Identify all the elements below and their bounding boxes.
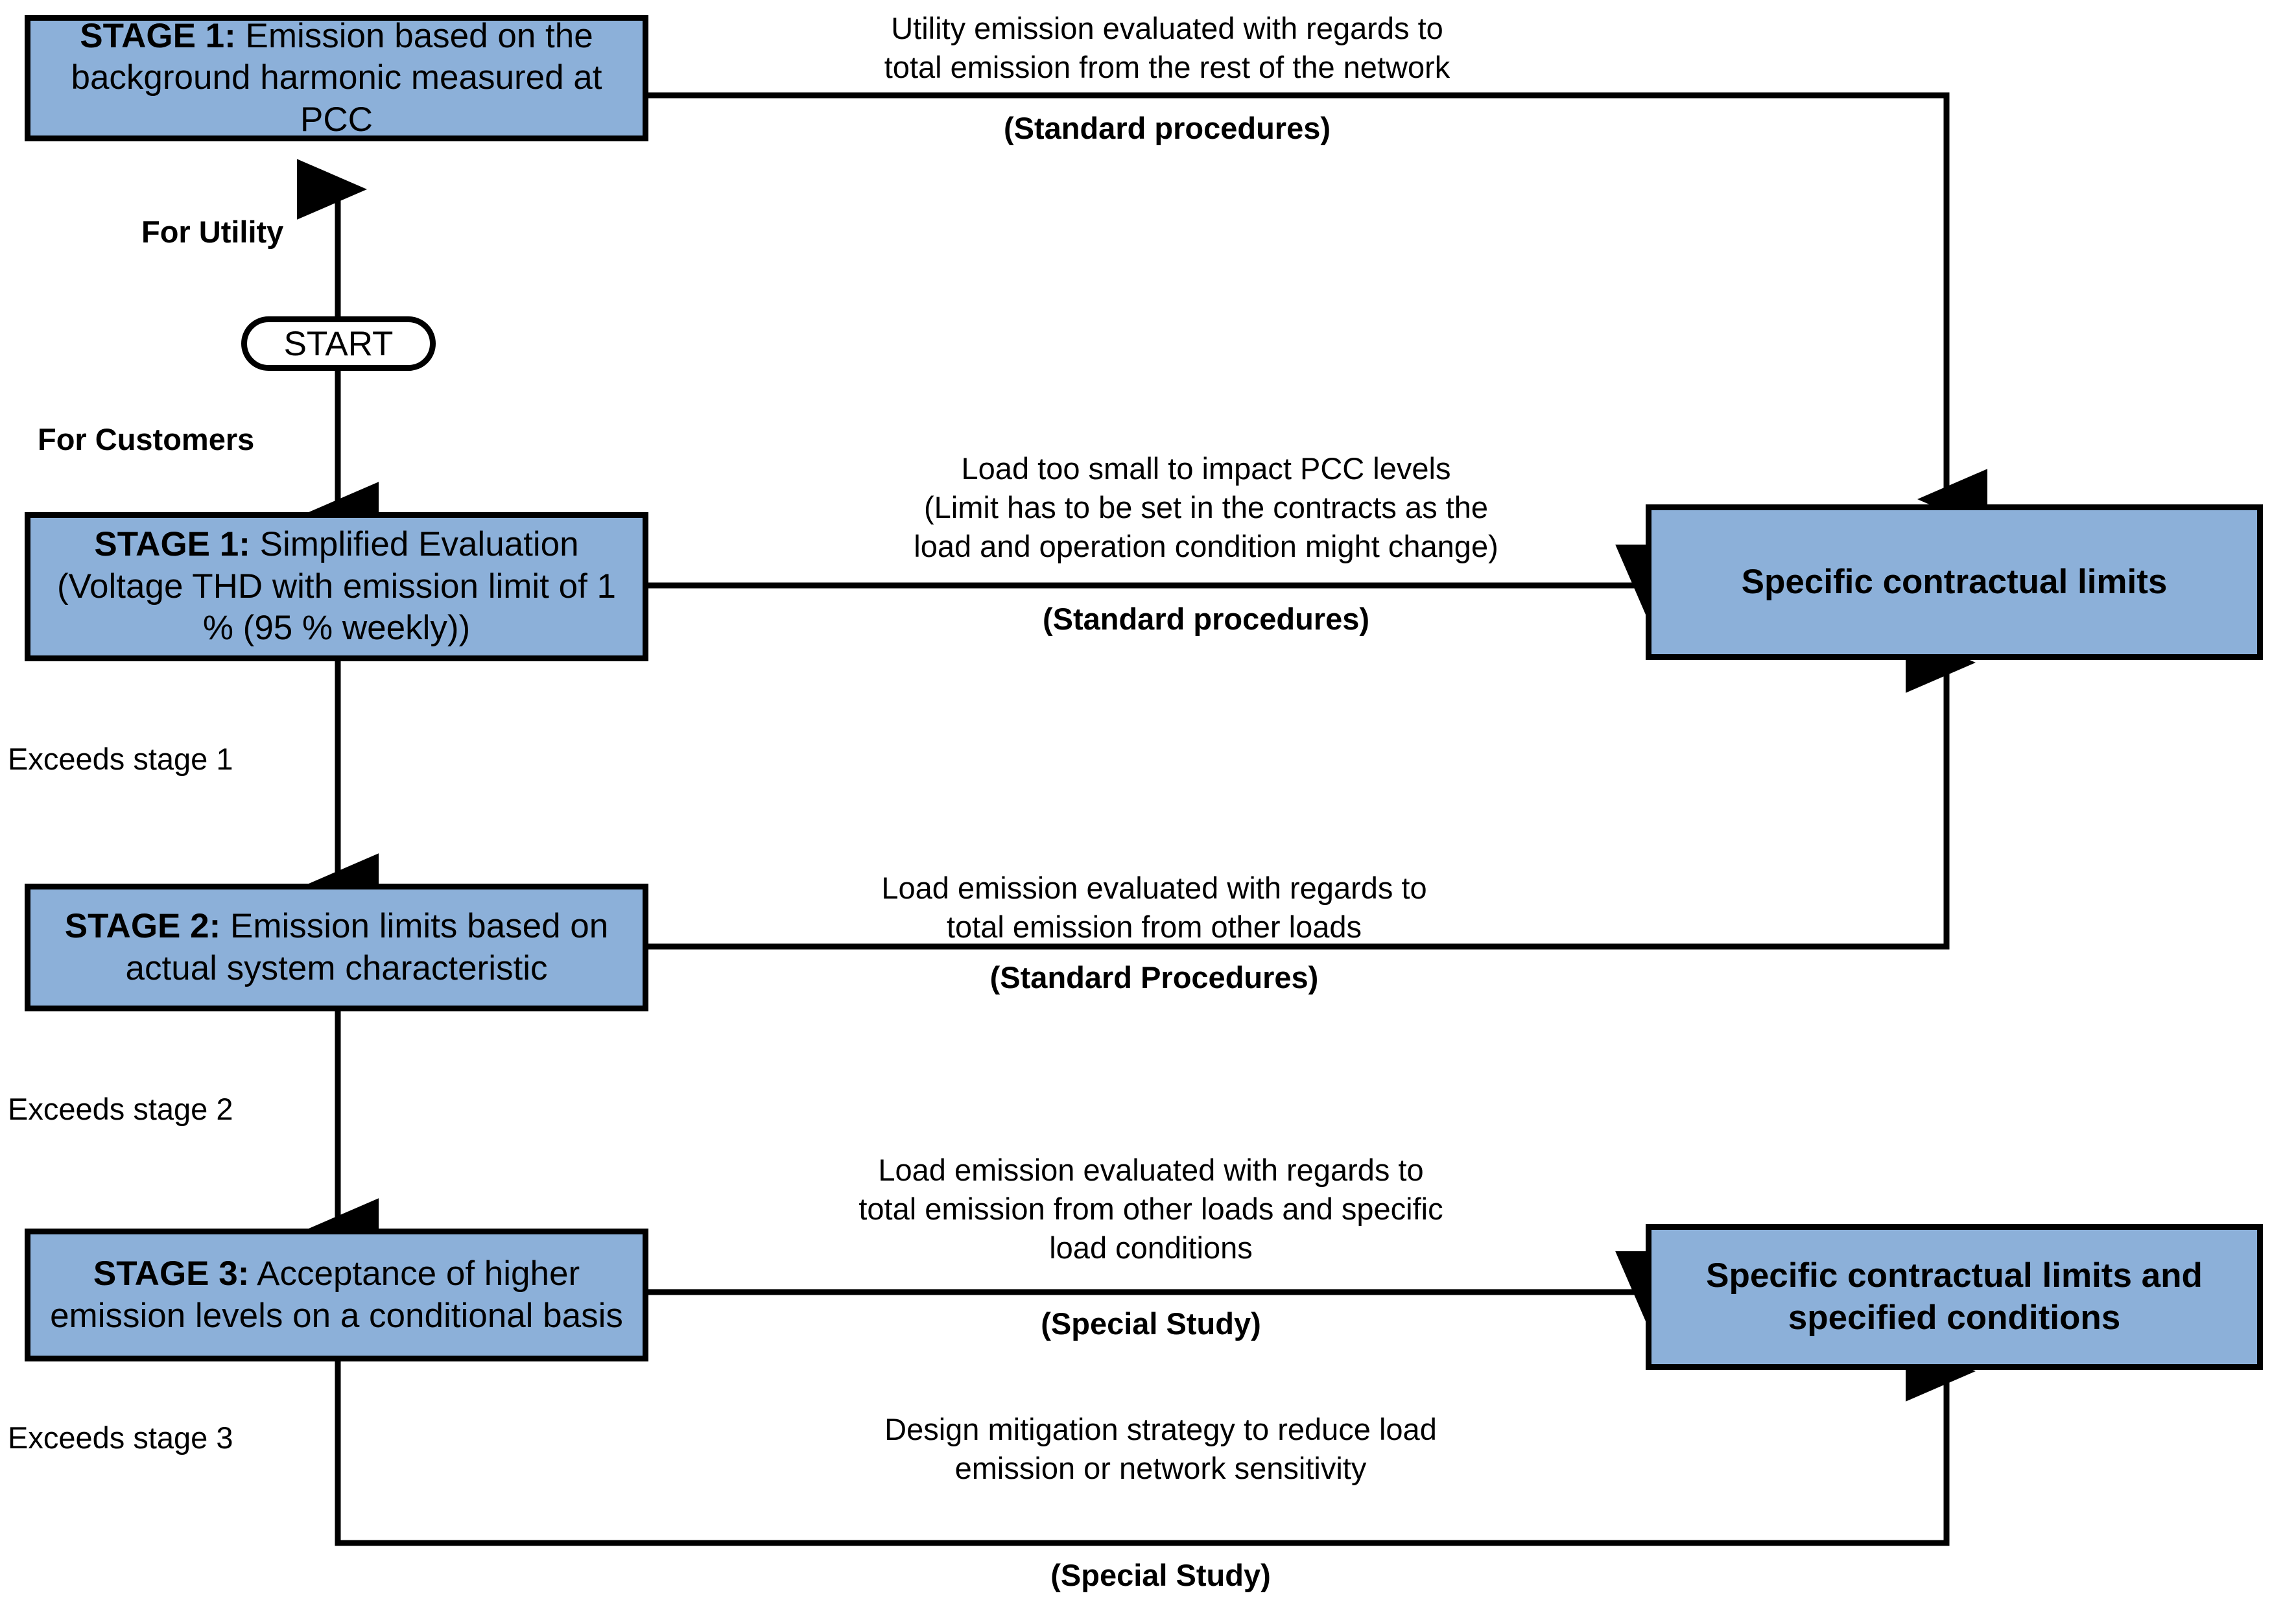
node-stage1-utility-rest: Emission based on the background harmoni… [71, 16, 602, 139]
edge-label-stage1-customer-to-limits-text: Load too small to impact PCC levels (Lim… [914, 451, 1498, 564]
node-stage1-customer-text: STAGE 1: Simplified Evaluation (Voltage … [30, 524, 643, 650]
node-contractual-limits-conditions-label: Specific contractual limits and specifie… [1706, 1256, 2203, 1337]
label-for-utility: For Utility [141, 215, 284, 249]
node-stage1-customer-rest: Simplified Evaluation (Voltage THD with … [56, 525, 617, 648]
node-contractual-limits-conditions[interactable]: Specific contractual limits and specifie… [1646, 1224, 2263, 1370]
node-stage2-lead: STAGE 2: [64, 906, 221, 945]
node-stage3-lead: STAGE 3: [93, 1254, 250, 1293]
node-stage1-customer-lead: STAGE 1: [94, 525, 250, 564]
node-stage1-customer[interactable]: STAGE 1: Simplified Evaluation (Voltage … [25, 512, 648, 661]
edge-label-utility-to-limits-note: (Standard procedures) [1003, 111, 1331, 145]
edge-label-stage1-customer-to-limits-note: (Standard procedures) [1042, 602, 1370, 636]
edge-label-stage2-to-limits-text: Load emission evaluated with regards to … [881, 871, 1427, 945]
wire-stage1-utility-to-limits [648, 92, 1987, 530]
label-exceeds-stage-2: Exceeds stage 2 [8, 1092, 233, 1126]
edge-label-utility-to-limits-text: Utility emission evaluated with regards … [884, 11, 1450, 85]
label-for-customers: For Customers [38, 422, 255, 456]
node-start-label: START [283, 324, 394, 363]
edge-label-stage3-to-conditions-text: Load emission evaluated with regards to … [858, 1153, 1443, 1266]
label-exceeds-stage-3: Exceeds stage 3 [8, 1420, 233, 1455]
node-stage3[interactable]: STAGE 3: Acceptance of higher emission l… [25, 1229, 648, 1361]
node-contractual-limits-label: Specific contractual limits [1741, 562, 2168, 601]
node-stage3-text: STAGE 3: Acceptance of higher emission l… [30, 1253, 643, 1337]
node-stage2-rest: Emission limits based on actual system c… [125, 906, 609, 987]
edge-label-stage3-to-conditions-note: (Special Study) [1041, 1306, 1261, 1341]
node-stage2[interactable]: STAGE 2: Emission limits based on actual… [25, 884, 648, 1011]
node-stage3-rest: Acceptance of higher emission levels on … [50, 1254, 623, 1335]
edge-label-stage2-to-limits-note: (Standard Procedures) [989, 960, 1319, 995]
node-stage1-utility-lead: STAGE 1: [80, 16, 236, 55]
node-stage1-utility[interactable]: STAGE 1: Emission based on the backgroun… [25, 15, 648, 141]
node-stage1-utility-text: STAGE 1: Emission based on the backgroun… [30, 16, 643, 141]
node-contractual-limits[interactable]: Specific contractual limits [1646, 504, 2263, 660]
edge-label-mitigation-to-conditions-text: Design mitigation strategy to reduce loa… [884, 1412, 1437, 1486]
node-stage2-text: STAGE 2: Emission limits based on actual… [30, 906, 643, 989]
node-start[interactable]: START [241, 316, 436, 371]
edge-label-mitigation-to-conditions-note: (Special Study) [1050, 1558, 1271, 1592]
label-exceeds-stage-1: Exceeds stage 1 [8, 742, 233, 776]
